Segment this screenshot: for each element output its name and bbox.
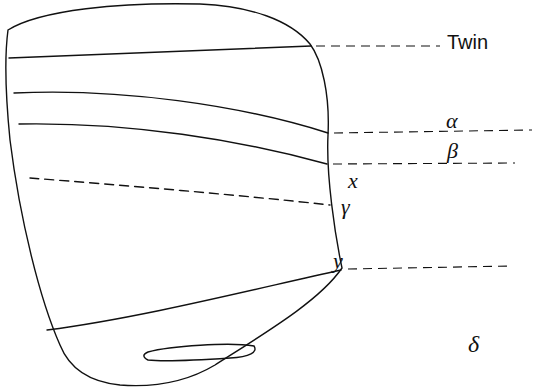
region-label: x	[348, 170, 358, 192]
band-line-beta	[19, 124, 327, 164]
band-line-gamma	[30, 178, 330, 205]
inclusion	[144, 344, 255, 360]
twin-label: Twin	[447, 32, 488, 52]
twin-boundary	[9, 46, 311, 58]
band-line-alpha	[14, 92, 328, 133]
band-label: β	[447, 140, 458, 162]
band-label: δ	[468, 332, 479, 356]
region-label: y	[333, 250, 343, 272]
leader-twin	[316, 45, 440, 46]
band-line-delta	[47, 270, 341, 330]
band-label: γ	[341, 196, 350, 218]
leader-alpha	[334, 130, 532, 133]
band-label: α	[446, 110, 458, 132]
grain-outline	[6, 4, 342, 386]
leader-beta	[333, 163, 515, 164]
leader-delta	[348, 266, 512, 269]
